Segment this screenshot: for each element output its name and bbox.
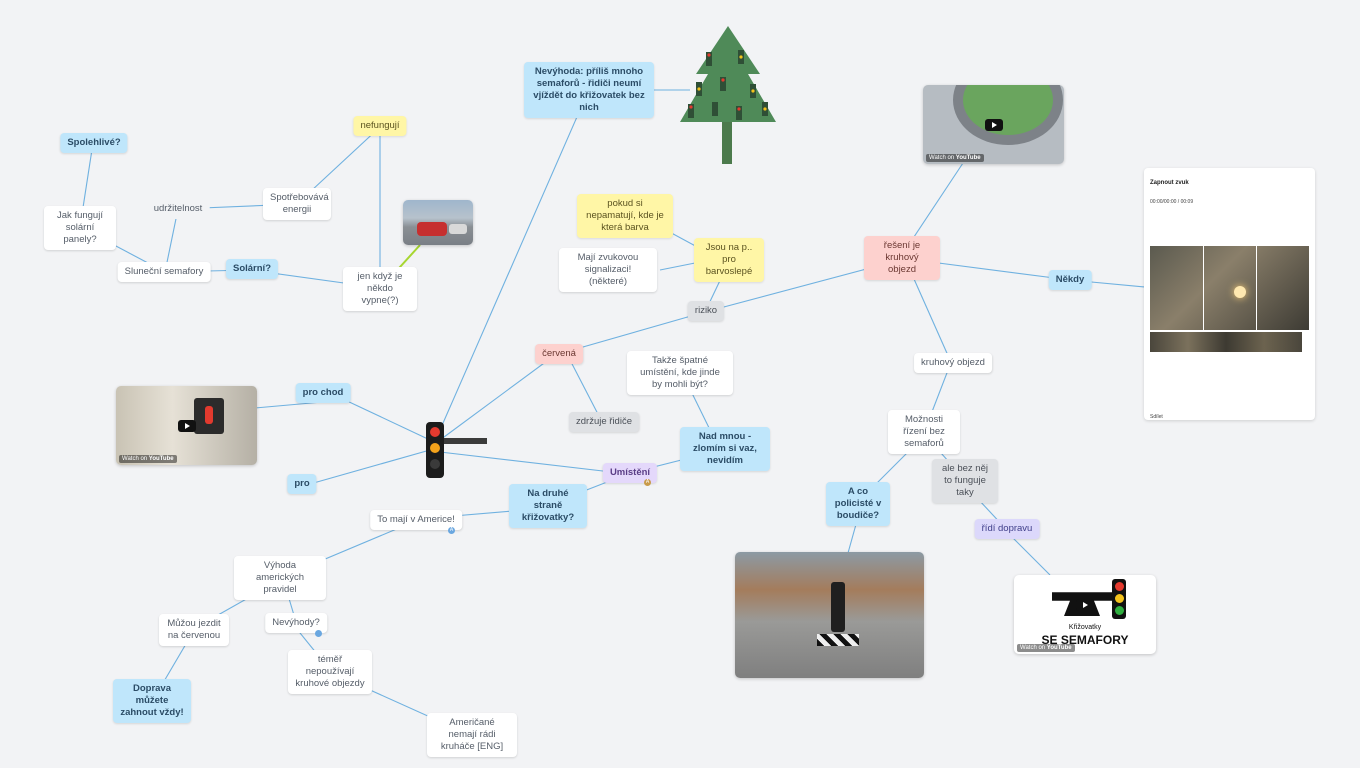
car-shape xyxy=(417,222,447,236)
play-icon[interactable] xyxy=(177,419,196,432)
node-to-maji[interactable]: To mají v Americe! xyxy=(370,510,462,530)
node-nekdy[interactable]: Někdy xyxy=(1048,270,1092,290)
node-nefunguji[interactable]: nefungují xyxy=(353,116,407,136)
node-americane[interactable]: Američané nemají rádi kruháče [ENG] xyxy=(427,713,517,757)
node-ale-bez[interactable]: ale bez něj to funguje taky xyxy=(932,459,998,503)
node-vyhoda[interactable]: Výhoda amerických pravidel xyxy=(234,556,326,600)
node-maji-zvukovou[interactable]: Mají zvukovou signalizaci! (některé) xyxy=(559,248,657,292)
comment-badge-icon[interactable] xyxy=(315,630,322,637)
node-riziko[interactable]: riziko xyxy=(687,301,725,321)
node-temer[interactable]: téměř nepoužívají kruhové objezdy xyxy=(288,650,372,694)
roundabout-island xyxy=(953,85,1063,145)
node-nad-mnou[interactable]: Nad mnou - zlomím si vaz, nevidím xyxy=(680,427,770,471)
cow-badge-icon[interactable]: A xyxy=(644,479,651,486)
node-ridi-dopravu[interactable]: řídí dopravu xyxy=(974,519,1040,539)
node-umisteni[interactable]: Umístění xyxy=(602,463,658,483)
play-icon[interactable] xyxy=(984,118,1003,131)
platform xyxy=(817,634,859,646)
video-subtitle: Křižovatky xyxy=(1068,624,1102,631)
node-kruhovy-objezd[interactable]: kruhový objezd xyxy=(914,353,992,373)
node-na-druhe[interactable]: Na druhé straně křižovatky? xyxy=(509,484,587,528)
node-jak-funguji[interactable]: Jak fungují solární panely? xyxy=(44,206,116,250)
watch-on-youtube-label[interactable]: Watch on YouTube xyxy=(119,455,177,463)
node-takze-spatne[interactable]: Takže špatné umístění, kde jinde by mohl… xyxy=(627,351,733,395)
share-label[interactable]: Sdílet xyxy=(1150,414,1163,420)
node-doprava-muzete[interactable]: Doprava můžete zahnout vždy! xyxy=(113,679,191,723)
node-pro-chod[interactable]: pro chod xyxy=(295,383,351,403)
node-spotrebovava[interactable]: Spotřebovává energii xyxy=(263,188,331,220)
video-time: 00:00/00:00 / 00:09 xyxy=(1150,199,1194,205)
node-zdrzuje[interactable]: zdržuje řidiče xyxy=(569,412,639,432)
node-moznosti[interactable]: Možnosti řízení bez semaforů xyxy=(888,410,960,454)
node-pro[interactable]: pro xyxy=(287,474,317,494)
play-icon[interactable] xyxy=(1076,599,1094,612)
video-thumbnails[interactable] xyxy=(1150,332,1302,352)
node-slunecni-semafory[interactable]: Sluneční semafory xyxy=(117,262,211,282)
watch-on-youtube-label[interactable]: Watch on YouTube xyxy=(926,154,984,162)
pedestrian-signal xyxy=(194,398,224,434)
video-panel[interactable]: Zapnout zvuk 00:00/00:00 / 00:09 Sdílet xyxy=(1144,168,1315,420)
node-pokud-si[interactable]: pokud si nepamatují, kde je která barva xyxy=(577,194,673,238)
semafory-video[interactable]: Křižovatky SE SEMAFORY Watch on YouTube xyxy=(1014,575,1156,654)
police-officer-photo[interactable] xyxy=(735,552,924,678)
node-nevyhoda[interactable]: Nevýhoda: příliš mnoho semaforů - řidiči… xyxy=(524,62,654,118)
node-reseni[interactable]: řešení je kruhový objezd xyxy=(864,236,940,280)
watch-on-youtube-label[interactable]: Watch on YouTube xyxy=(1017,644,1075,652)
roundabout-video[interactable]: Watch on YouTube xyxy=(923,85,1064,164)
video-frame[interactable] xyxy=(1150,246,1309,330)
node-jen-kdyz[interactable]: jen když je někdo vypne(?) xyxy=(343,267,417,311)
car-crash-image[interactable] xyxy=(403,200,473,245)
node-udrzitelnost[interactable]: udržitelnost xyxy=(146,199,210,219)
car-shape xyxy=(449,224,467,234)
node-cervena[interactable]: červená xyxy=(535,344,583,364)
node-spolehlive[interactable]: Spolehlivé? xyxy=(60,133,128,153)
officer-figure xyxy=(831,582,845,632)
video-title: SE SEMAFORY xyxy=(1041,633,1129,647)
node-a-co-policiste[interactable]: A co policisté v boudiče? xyxy=(826,482,890,526)
node-nevyhody[interactable]: Nevýhody? xyxy=(265,613,327,633)
traffic-light-image[interactable] xyxy=(420,420,490,480)
traffic-light-tree-image[interactable] xyxy=(676,22,780,164)
pedestrian-light-video[interactable]: Watch on YouTube xyxy=(116,386,257,465)
user-badge-icon[interactable]: A xyxy=(448,527,455,534)
node-solarni[interactable]: Solární? xyxy=(225,259,279,279)
node-jsou-na-p[interactable]: Jsou na p.. pro barvoslepé xyxy=(694,238,764,282)
traffic-light-icon xyxy=(1112,579,1126,619)
node-muzou-jezdit[interactable]: Můžou jezdit na červenou xyxy=(159,614,229,646)
unmute-label[interactable]: Zapnout zvuk xyxy=(1150,180,1189,186)
